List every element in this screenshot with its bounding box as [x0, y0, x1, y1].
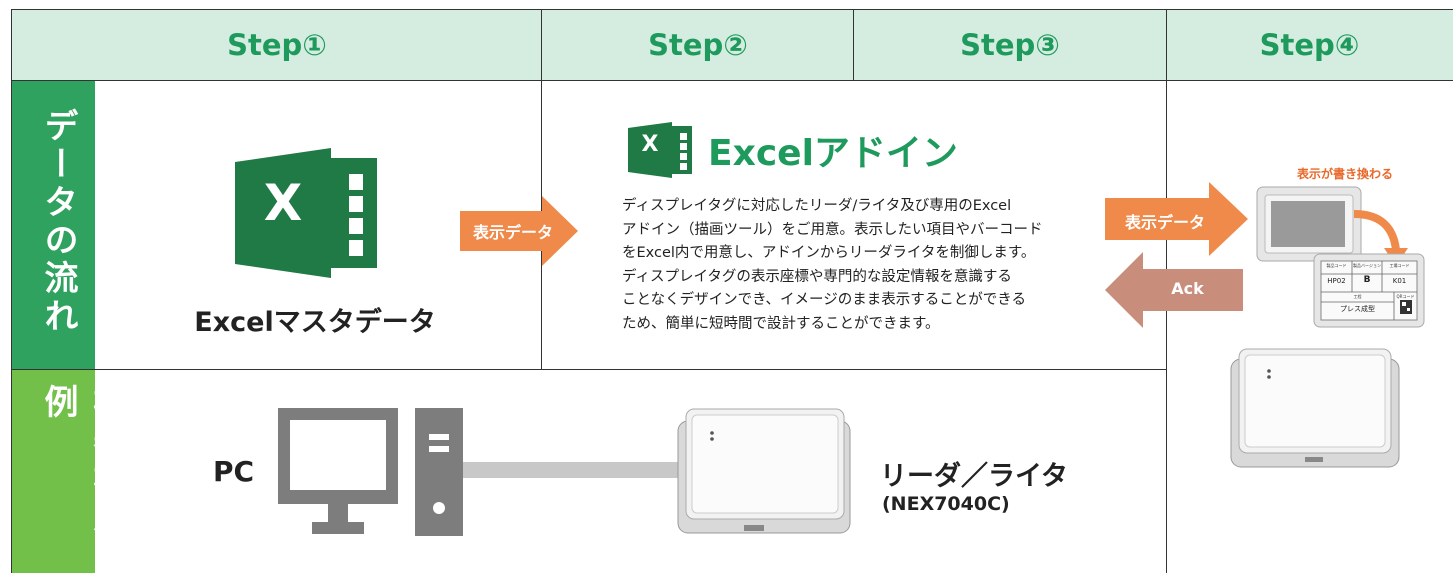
step-4-label: Step④ [1259, 28, 1360, 62]
excel-master-data-caption: Excelマスタデータ [194, 307, 436, 338]
equipment-side-label: 機器構成例 [12, 370, 127, 573]
grid-line [11, 9, 12, 573]
data-flow-side-label: データの流れ [12, 80, 95, 370]
reader-writer-device [677, 408, 851, 534]
tag-header: 製品バージョン [1353, 263, 1381, 268]
addin-description: ディスプレイタグに対応したリーダ/ライタ及び専用のExcel アドイン（描画ツー… [622, 195, 1142, 336]
grid-line [541, 9, 542, 370]
usb-cable [463, 462, 688, 478]
tag-cell: プレス成型 [1340, 305, 1375, 313]
step-3-label: Step③ [960, 28, 1060, 62]
description-line: ディスプレイタグに対応したリーダ/ライタ及び専用のExcel [622, 198, 1012, 214]
tag-cell: B [1363, 275, 1371, 285]
tag-header: 工場コード [1389, 263, 1410, 268]
pc-monitor-icon [278, 408, 398, 534]
tag-header: 工程 [1353, 294, 1362, 299]
ack-arrow [1105, 252, 1243, 328]
tag-cell: K01 [1392, 277, 1407, 285]
step-2-label: Step② [648, 28, 748, 62]
equipment-text: 機器構成例 [38, 384, 127, 536]
description-line: をExcel内で用意し、アドインからリーダライタを制御します。 [622, 245, 1036, 261]
display-tag-after [1313, 253, 1425, 328]
grid-line [12, 80, 1453, 81]
description-line: ため、簡単に短時間で設計することができます。 [622, 315, 940, 332]
tag-cell: HP02 [1327, 277, 1346, 285]
addin-icon-letter: X [641, 132, 659, 157]
data-flow-text: データの流れ [38, 108, 78, 336]
grid-line [12, 369, 1166, 370]
reader-writer-model: (NEX7040C) [882, 493, 1010, 515]
grid-line [12, 9, 1453, 10]
tag-header: QRコード [1396, 294, 1415, 299]
description-line: ディスプレイタグの表示座標や専門的な設定情報を意識する [622, 268, 1012, 285]
excel-icon [235, 148, 377, 278]
step-1-label: Step① [227, 28, 327, 62]
rewrite-label: 表示が書き換わる [1296, 167, 1393, 181]
reader-writer-device-step4 [1230, 348, 1400, 468]
description-line: アドイン（描画ツール）をご用意。表示したい項目やバーコード [622, 221, 1043, 238]
display-data-label-2: 表示データ [1124, 213, 1205, 232]
excel-icon-letter: X [263, 174, 303, 232]
pc-label: PC [213, 455, 255, 488]
grid-line [853, 9, 854, 80]
display-data-arrow-2 [1105, 182, 1248, 256]
addin-title: Excelアドイン [708, 133, 958, 174]
addin-excel-icon [628, 122, 692, 178]
display-tag-before [1256, 186, 1362, 262]
pc-tower-icon [415, 408, 463, 536]
tag-header: 製品コード [1326, 263, 1347, 268]
description-line: ことなくデザインでき、イメージのまま表示することができる [622, 292, 1026, 308]
ack-label: Ack [1171, 279, 1204, 298]
display-data-arrow [460, 196, 578, 266]
reader-writer-label: リーダ／ライタ [880, 461, 1068, 492]
display-data-label-1: 表示データ [472, 223, 553, 242]
step-header-bar [12, 10, 1453, 80]
